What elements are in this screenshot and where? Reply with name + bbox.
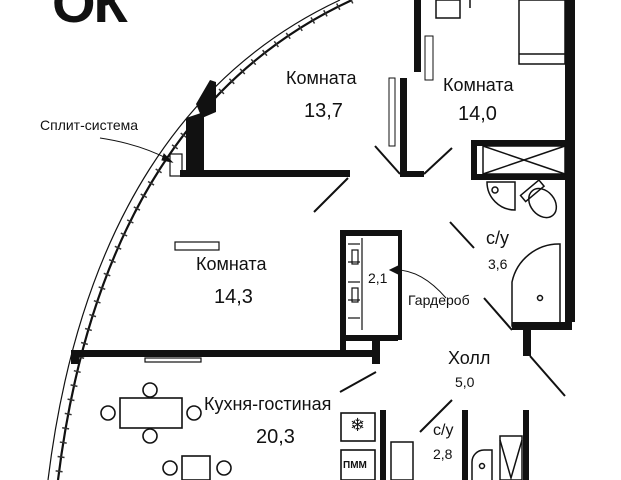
kitchen-appliances (340, 412, 376, 480)
wardrobe-arrow (388, 265, 447, 299)
room-area-bedroom1: 13,7 (304, 100, 343, 122)
room-name-bedroom3: Комната (196, 254, 267, 274)
room-name-wardrobe: Гардероб (408, 292, 470, 308)
wardrobe-bedroom2 (435, 0, 566, 65)
room-area-wardrobe: 2,1 (368, 270, 388, 286)
room-area-bedroom2: 14,0 (458, 103, 497, 125)
doors (313, 35, 566, 433)
room-area-kitchen: 20,3 (256, 426, 295, 448)
room-name-bedroom2: Комната (443, 75, 514, 95)
split-system-label: Сплит-система (40, 117, 139, 133)
room-name-bath2: с/у (433, 422, 454, 439)
bathroom-cabinet (482, 145, 566, 175)
bathroom2-fixtures (390, 435, 523, 480)
room-name-bath1: с/у (486, 228, 510, 248)
radiators (144, 153, 220, 363)
room-name-bedroom1: Комната (286, 68, 357, 88)
room-name-kitchen: Кухня-гостиная (204, 394, 332, 414)
split-system-arrow (99, 137, 174, 163)
dishwasher-label: ПММ (343, 460, 367, 471)
bathroom1-fixtures (486, 178, 561, 327)
room-area-bedroom3: 14,3 (214, 286, 253, 308)
snowflake-icon: ❄ (350, 415, 366, 435)
room-name-hall: Холл (448, 348, 491, 368)
curved-facade (47, 0, 354, 480)
room-area-hall: 5,0 (455, 374, 475, 390)
walls (71, 0, 575, 480)
dining-table (100, 382, 232, 480)
header-fragment: ОК (52, 0, 128, 34)
room-area-bath2: 2,8 (433, 446, 453, 462)
wardrobe-shelves (348, 238, 363, 330)
room-area-bath1: 3,6 (488, 256, 508, 272)
